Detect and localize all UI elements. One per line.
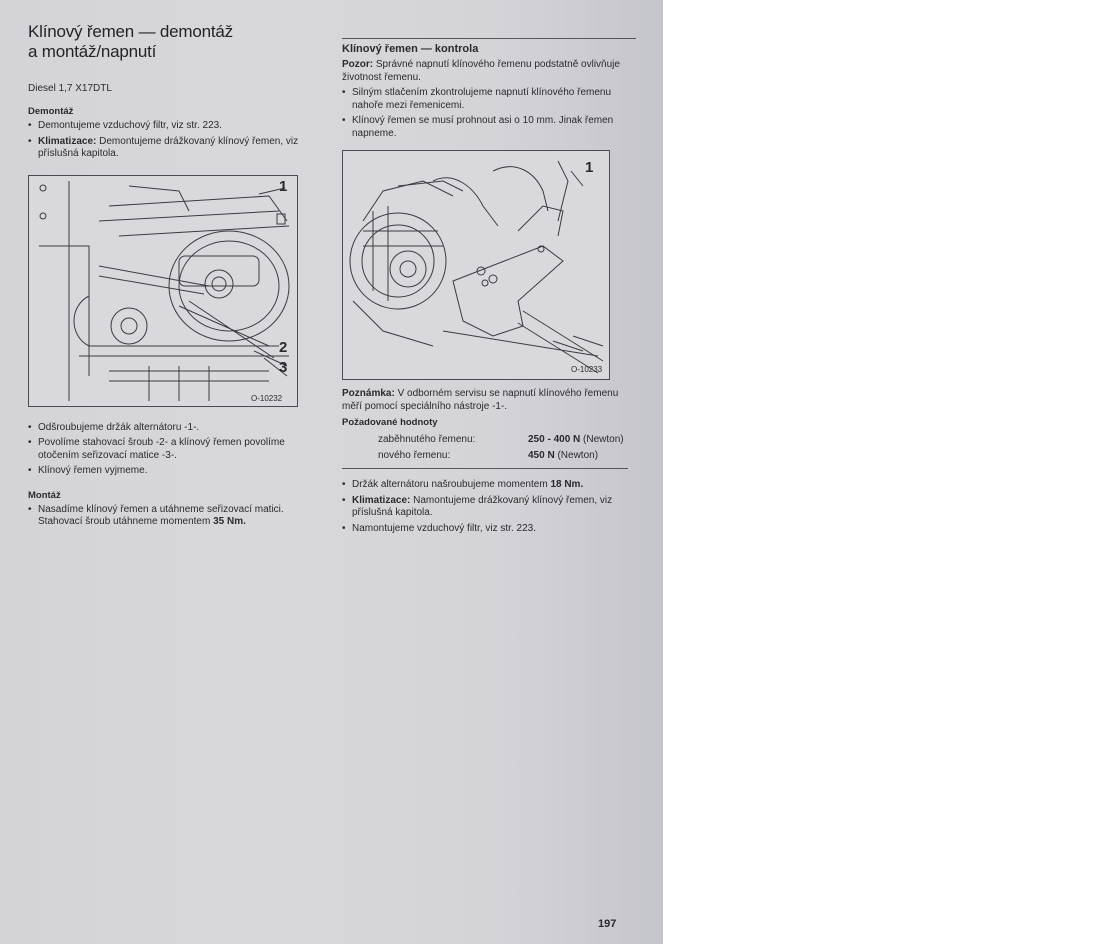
list-item: •Držák alternátoru našroubujeme momentem…: [342, 479, 584, 490]
section-title: Klínový řemen — kontrola: [342, 43, 479, 55]
values-table: zaběhnutého řemenu:250 - 400 N (Newton) …: [342, 432, 638, 464]
figure-code: O-10232: [251, 393, 283, 403]
engine-label: Diesel 1,7 X17DTL: [28, 83, 112, 94]
caution-text: Pozor: Správné napnutí klínového řemenu …: [342, 59, 620, 83]
list-item: •Namontujeme vzduchový filtr, viz str. 2…: [342, 522, 536, 534]
left-column: Klínový řemen — demontáž a montáž/napnut…: [28, 22, 320, 529]
list-item: •Klínový řemen vyjmeme.: [28, 465, 148, 476]
tension-gauge-illustration: [349, 160, 604, 374]
callout-1: 1: [585, 159, 594, 176]
figure-code: O-10233: [571, 365, 603, 374]
figure-belt-tension-check: 1 O-10233: [342, 150, 610, 380]
install-heading: Montáž: [28, 489, 61, 501]
list-item: •Povolíme stahovací šroub -2- a klínový …: [28, 437, 285, 461]
value-row: zaběhnutého řemenu:250 - 400 N (Newton): [378, 434, 624, 445]
values-divider: [342, 468, 628, 469]
list-item: •Klínový řemen se musí prohnout asi o 10…: [342, 115, 614, 139]
removal-heading: Demontáž: [28, 106, 74, 117]
callout-3: 3: [279, 358, 288, 376]
list-item: •Klimatizace: Namontujeme drážkovaný klí…: [342, 494, 613, 519]
list-item: •Silným stlačením zkontrolujeme napnutí …: [342, 87, 612, 111]
list-item: •Demontujeme vzduchový filtr, viz str. 2…: [28, 120, 222, 131]
values-heading: Požadované hodnoty: [342, 417, 438, 428]
section-title: Klínový řemen — demontáž a montáž/napnut…: [28, 22, 233, 61]
list-item: •Nasadíme klínový řemen a utáhneme seřiz…: [28, 503, 284, 528]
note-text: Poznámka: V odborném servisu se napnutí …: [342, 388, 619, 412]
callout-2: 2: [279, 338, 288, 356]
page-number: 197: [598, 918, 617, 930]
right-column: Klínový řemen — kontrola Pozor: Správné …: [342, 38, 638, 535]
top-divider: [342, 38, 636, 39]
callout-1: 1: [279, 177, 288, 195]
value-row: nového řemenu:450 N (Newton): [378, 450, 599, 461]
list-item: •Odšroubujeme držák alternátoru -1-.: [28, 421, 200, 433]
alternator-illustration: [39, 180, 290, 401]
figure-alternator-removal: 1 2 3 O-10232: [28, 174, 298, 407]
manual-page: Klínový řemen — demontáž a montáž/napnut…: [0, 0, 663, 944]
list-item: •Klimatizace: Demontujeme drážkovaný klí…: [28, 135, 299, 160]
